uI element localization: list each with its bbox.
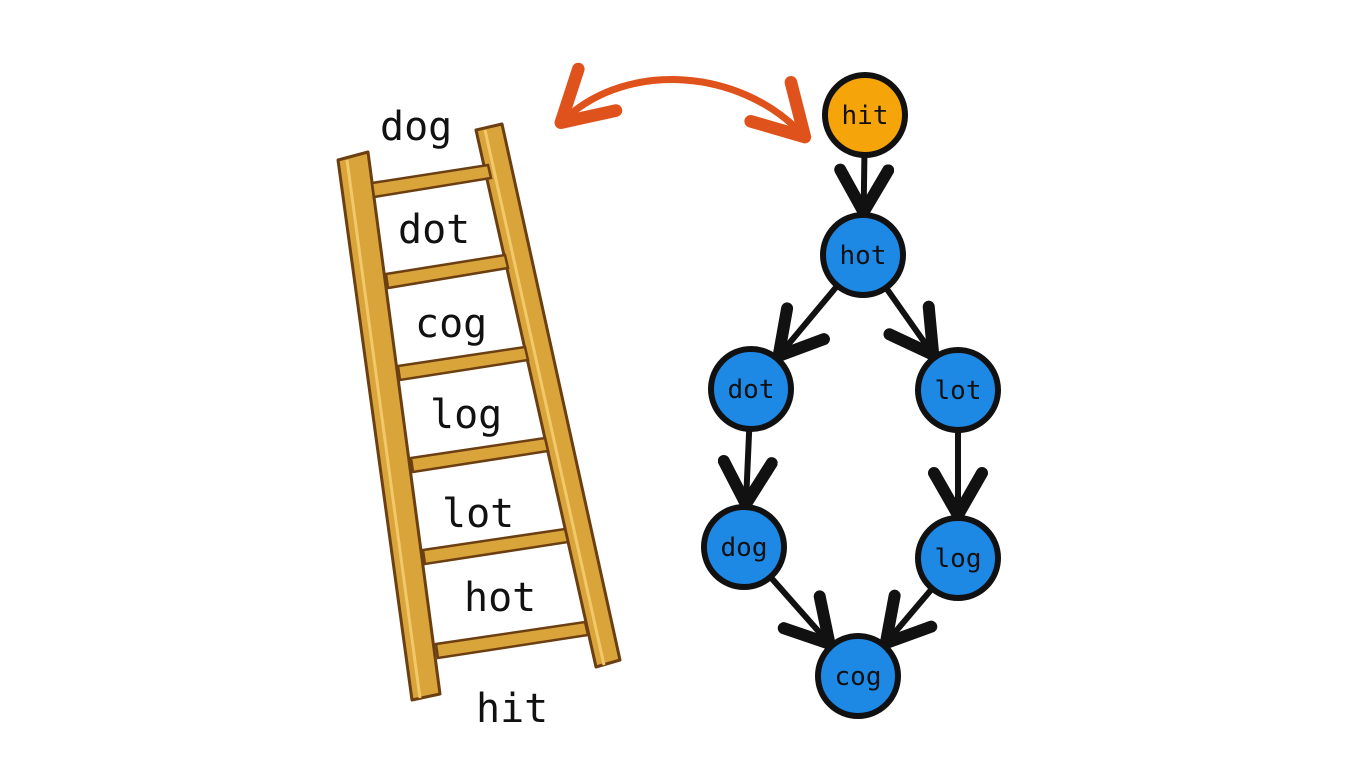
node-circle bbox=[820, 212, 906, 298]
ladder-illustration: dog dot cog log lot hot hit bbox=[336, 104, 622, 732]
graph-node-dot: dot bbox=[708, 346, 794, 432]
graph-node-hot: hot bbox=[820, 212, 906, 298]
word-graph: hit hot dot lot dog log bbox=[701, 72, 1001, 719]
node-circle bbox=[822, 72, 908, 158]
node-circle bbox=[708, 346, 794, 432]
ladder-rung bbox=[384, 253, 510, 290]
node-label-log: log bbox=[935, 544, 982, 574]
ladder-rung bbox=[409, 436, 550, 474]
ladder-rung bbox=[421, 527, 570, 566]
ladder-word-dot: dot bbox=[398, 207, 470, 253]
edge-dot-dog bbox=[717, 428, 778, 511]
ladder-word-cog: cog bbox=[415, 301, 487, 347]
node-label-cog: cog bbox=[835, 662, 882, 692]
node-circle bbox=[915, 347, 1001, 433]
ladder-rung bbox=[434, 620, 590, 660]
ladder-word-dog: dog bbox=[380, 104, 452, 150]
node-label-hit: hit bbox=[842, 101, 889, 131]
graph-edges bbox=[717, 154, 988, 650]
graph-node-hit: hit bbox=[822, 72, 908, 158]
ladder-right-rail bbox=[474, 122, 622, 669]
node-circle bbox=[701, 504, 787, 590]
node-circle bbox=[915, 515, 1001, 601]
edge-hot-dot bbox=[772, 284, 839, 363]
node-circle bbox=[815, 633, 901, 719]
edge-log-cog bbox=[879, 587, 938, 650]
node-label-lot: lot bbox=[935, 376, 982, 406]
graph-node-dog: dog bbox=[701, 504, 787, 590]
edge-hit-hot bbox=[834, 154, 895, 219]
ladder-word-lot: lot bbox=[442, 491, 514, 537]
ladder-graph-connector-arrow bbox=[554, 62, 812, 144]
edge-hot-lot bbox=[883, 287, 940, 361]
graph-nodes: hit hot dot lot dog log bbox=[701, 72, 1001, 719]
graph-node-cog: cog bbox=[815, 633, 901, 719]
edge-dog-cog bbox=[769, 576, 836, 650]
node-label-dot: dot bbox=[728, 375, 775, 405]
ladder-word-log: log bbox=[430, 392, 502, 438]
graph-node-log: log bbox=[915, 515, 1001, 601]
graph-node-lot: lot bbox=[915, 347, 1001, 433]
ladder-rungs bbox=[370, 163, 590, 660]
ladder-rung bbox=[396, 345, 530, 382]
node-label-hot: hot bbox=[840, 241, 887, 271]
ladder-rung bbox=[370, 163, 493, 199]
ladder-word-hot: hot bbox=[464, 575, 536, 621]
node-label-dog: dog bbox=[721, 533, 768, 563]
ladder-word-hit: hit bbox=[476, 686, 548, 732]
